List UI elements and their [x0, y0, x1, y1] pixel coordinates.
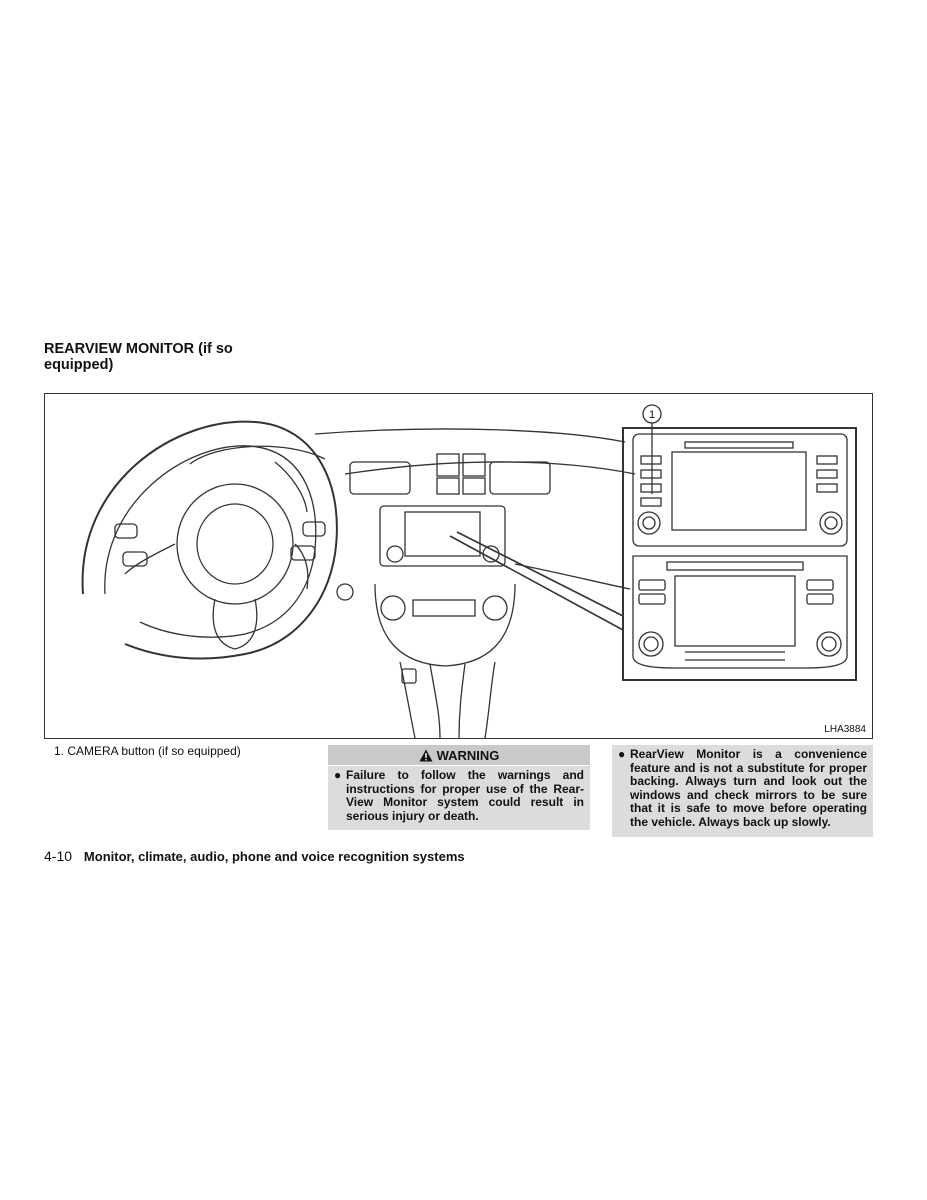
- chapter-title: Monitor, climate, audio, phone and voice…: [83, 849, 465, 864]
- figure-code: LHA3884: [824, 724, 866, 735]
- note-item-text: RearView Monitor is a convenience featur…: [630, 747, 867, 829]
- warning-item-text: Failure to follow the warnings and instr…: [346, 768, 584, 823]
- warning-body: ● Failure to follow the warnings and ins…: [328, 766, 590, 830]
- dashboard-illustration: 1: [81, 404, 857, 738]
- bullet-icon: ●: [334, 768, 342, 782]
- callout-number: 1: [649, 409, 655, 421]
- note-item: ● RearView Monitor is a convenience feat…: [618, 747, 867, 829]
- warning-heading: WARNING: [436, 747, 500, 763]
- warning-triangle-icon: [419, 749, 433, 761]
- figure-caption: 1. CAMERA button (if so equipped): [54, 744, 241, 758]
- page-footer: 4-10 Monitor, climate, audio, phone and …: [44, 848, 465, 864]
- notes-body: ● RearView Monitor is a convenience feat…: [612, 745, 873, 837]
- page-number: 4-10: [44, 848, 73, 864]
- warning-header: WARNING: [328, 745, 590, 765]
- callout-circle: [642, 404, 662, 424]
- dashboard-figure: 1 LHA3884: [44, 393, 873, 739]
- warning-item: ● Failure to follow the warnings and ins…: [334, 768, 584, 823]
- bullet-icon: ●: [618, 747, 626, 761]
- section-title: REARVIEW MONITOR (if so equipped): [44, 341, 233, 373]
